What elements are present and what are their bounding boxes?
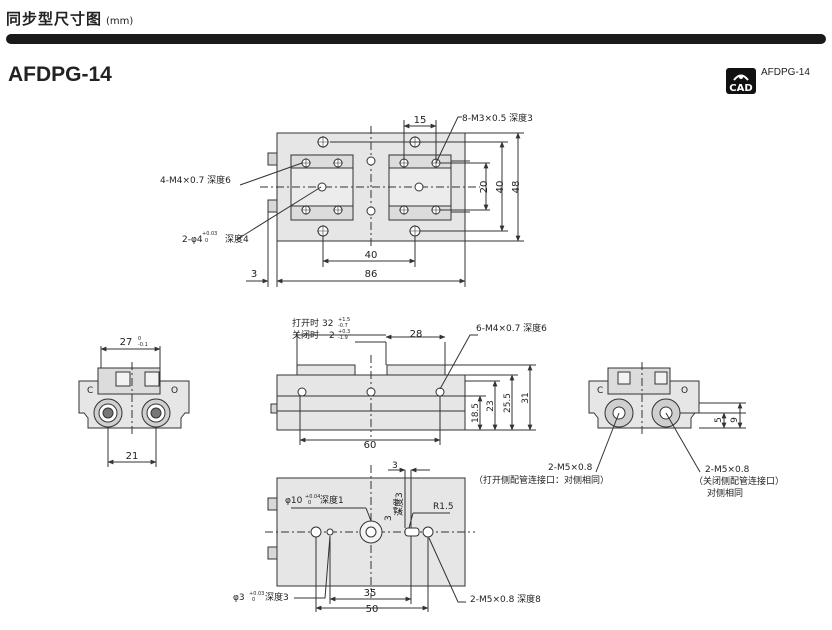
pin-tol-lower: 0 — [205, 238, 208, 244]
note-m5: 2-M5×0.8 深度8 — [470, 593, 541, 605]
dim-31: 31 — [521, 392, 531, 403]
pin-tol-upper: +0.03 — [202, 231, 217, 237]
note-m3: 8-M3×0.5 深度3 — [462, 112, 533, 124]
tol-lower: -0.1 — [138, 342, 148, 348]
section-header: 同步型尺寸图(mm) — [6, 8, 133, 29]
cad-model-label: AFDPG-14 — [761, 67, 810, 78]
dim-21: 21 — [126, 451, 139, 462]
section-title: 同步型尺寸图 — [6, 10, 103, 28]
open-value: 32 — [322, 319, 333, 329]
dim-23: 23 — [486, 400, 496, 411]
hole-10-depth: 深度1 — [320, 494, 344, 506]
top-view-labels: 15 8-M3×0.5 深度3 4-M4×0.7 深度6 2-φ4 +0.03 … — [160, 112, 533, 280]
dim-48: 48 — [511, 181, 522, 194]
dim-3: 3 — [251, 269, 257, 280]
hole-3-tol: +0.03 — [249, 591, 264, 597]
right-o-label: O — [681, 386, 688, 396]
hole-10: φ10 — [285, 496, 303, 506]
slot-3: 3 — [384, 515, 394, 521]
dim-5: 5 — [714, 417, 724, 423]
header-rule — [6, 34, 826, 44]
port-open-note: （打开侧配管连接口：对侧相同） — [474, 474, 609, 486]
close-label: 关闭时 — [292, 329, 319, 341]
hole-3: φ3 — [233, 593, 245, 603]
dim-40-v: 40 — [495, 181, 506, 194]
close-value: 2 — [329, 331, 335, 341]
note-pin: 2-φ4 — [182, 235, 203, 245]
open-tol-upper: +1.5 — [338, 317, 350, 323]
dim-20: 20 — [479, 181, 490, 194]
pin-depth: 深度4 — [225, 233, 249, 245]
open-tol-lower: -0.7 — [338, 323, 348, 329]
cad-icon[interactable]: CAD — [726, 68, 756, 94]
port-close: 2-M5×0.8 — [705, 465, 750, 475]
right-c-label: C — [597, 386, 603, 396]
dim-40-h: 40 — [365, 250, 378, 261]
left-end-labels: 27 0 -0.1 21 C O — [87, 336, 178, 462]
cad-label: CAD — [729, 83, 752, 94]
hole-3-depth: 深度3 — [265, 591, 289, 603]
hole-10-tol2: 0 — [308, 500, 311, 506]
port-open: 2-M5×0.8 — [548, 463, 593, 473]
dim-18-5: 18.5 — [471, 403, 481, 423]
side-view-labels: 打开时 32 +1.5 -0.7 关闭时 2 +0.3 -1.9 28 6-M4… — [292, 317, 547, 451]
slot-tol: +0.03 — [393, 499, 399, 514]
dim-50: 50 — [366, 604, 379, 615]
note-m4: 4-M4×0.7 深度6 — [160, 174, 231, 186]
slot-tol2: 0 — [398, 511, 404, 514]
close-tol-lower: -1.9 — [338, 335, 348, 341]
model-title: AFDPG-14 — [8, 63, 112, 86]
open-label: 打开时 — [292, 317, 319, 329]
top-view — [235, 116, 524, 287]
bottom-view — [265, 465, 475, 612]
slot-depth: 深度3 — [393, 492, 405, 516]
left-end-view — [78, 346, 190, 467]
dim-27: 27 — [120, 337, 133, 348]
hole-10-tol: +0.04 — [305, 494, 320, 500]
side-view — [270, 333, 536, 445]
bottom-view-labels: 3 φ10 +0.04 0 深度1 3 +0.03 0 深度3 R1.5 φ3 … — [233, 461, 541, 615]
dim-60: 60 — [364, 440, 377, 451]
dim-9: 9 — [730, 417, 740, 423]
left-c-label: C — [87, 386, 93, 396]
hole-3-tol2: 0 — [252, 597, 255, 603]
dim-15: 15 — [414, 115, 427, 126]
right-end-view — [588, 362, 746, 473]
right-end-labels: C O 5 9 2-M5×0.8 （打开侧配管连接口：对侧相同） 2-M5×0.… — [474, 386, 784, 499]
dim-86: 86 — [365, 269, 378, 280]
unit-label: (mm) — [106, 16, 134, 27]
tol-upper: 0 — [138, 336, 141, 342]
left-o-label: O — [171, 386, 178, 396]
dim-28: 28 — [410, 329, 423, 340]
dim-25-5: 25.5 — [503, 393, 513, 413]
port-close-note2: 对侧相同 — [707, 487, 743, 499]
bottom-dim-3: 3 — [392, 461, 398, 471]
r-1-5: R1.5 — [433, 502, 454, 512]
close-tol-upper: +0.3 — [338, 329, 350, 335]
side-note-m4: 6-M4×0.7 深度6 — [476, 322, 547, 334]
port-close-note1: （关闭侧配管连接口） — [694, 475, 784, 487]
dim-35: 35 — [364, 588, 377, 599]
